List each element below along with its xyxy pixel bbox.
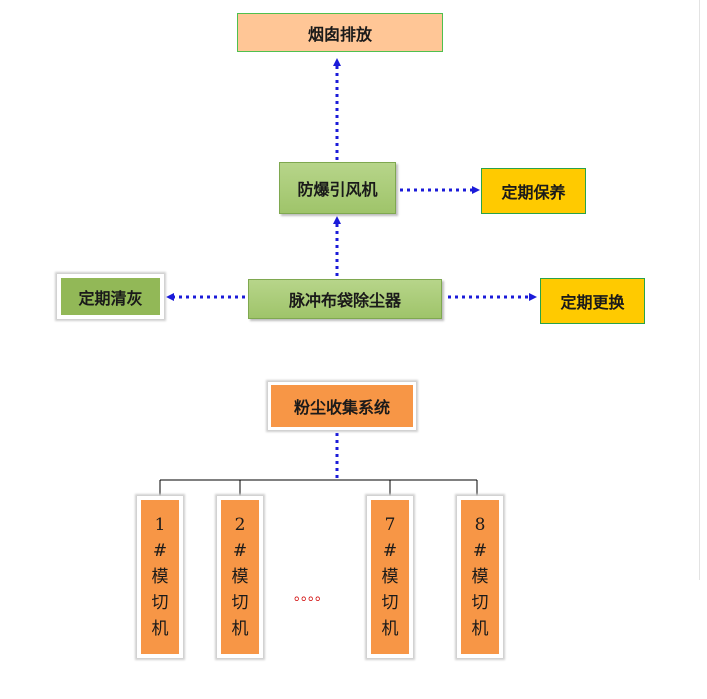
chimney-box: 烟囱排放 — [237, 13, 443, 52]
machine-hash: # — [232, 541, 248, 561]
machine-char: 模 — [471, 567, 489, 587]
fan-box: 防爆引风机 — [279, 162, 396, 214]
maintenance-label: 定期保养 — [501, 183, 566, 202]
dust-collection-label: 粉尘收集系统 — [293, 398, 390, 417]
maintenance-box: 定期保养 — [481, 168, 586, 214]
machine-char: 模 — [381, 567, 399, 587]
clean-ash-box: 定期清灰 — [57, 274, 164, 319]
machine-1-box: 1 # 模 切 机 — [137, 496, 183, 658]
machine-number: 7 — [384, 515, 396, 535]
machine-char: 切 — [381, 593, 399, 613]
machine-char: 切 — [471, 593, 489, 613]
machine-char: 机 — [471, 619, 489, 639]
machine-char: 机 — [381, 619, 399, 639]
machine-char: 模 — [151, 567, 169, 587]
machine-2-box: 2 # 模 切 机 — [217, 496, 263, 658]
machine-number: 1 — [154, 515, 166, 535]
dust-filter-label: 脉冲布袋除尘器 — [288, 291, 401, 310]
ellipsis-text: 。。。。 — [294, 588, 329, 604]
machine-hash: # — [152, 541, 168, 561]
page-edge-line — [699, 0, 700, 580]
machine-hash: # — [472, 541, 488, 561]
fan-label: 防爆引风机 — [297, 180, 378, 199]
machine-number: 8 — [474, 515, 486, 535]
machine-char: 切 — [231, 593, 249, 613]
dust-filter-box: 脉冲布袋除尘器 — [248, 279, 442, 319]
machine-number: 2 — [234, 515, 246, 535]
machine-char: 模 — [231, 567, 249, 587]
machine-char: 机 — [151, 619, 169, 639]
machine-char: 机 — [231, 619, 249, 639]
machine-7-box: 7 # 模 切 机 — [367, 496, 413, 658]
replace-box: 定期更换 — [540, 278, 645, 324]
machine-hash: # — [382, 541, 398, 561]
dust-collection-box: 粉尘收集系统 — [268, 382, 416, 430]
clean-ash-label: 定期清灰 — [78, 288, 143, 308]
chimney-label: 烟囱排放 — [307, 24, 372, 44]
machine-char: 切 — [151, 593, 169, 613]
machine-8-box: 8 # 模 切 机 — [457, 496, 503, 658]
replace-label: 定期更换 — [560, 293, 625, 312]
